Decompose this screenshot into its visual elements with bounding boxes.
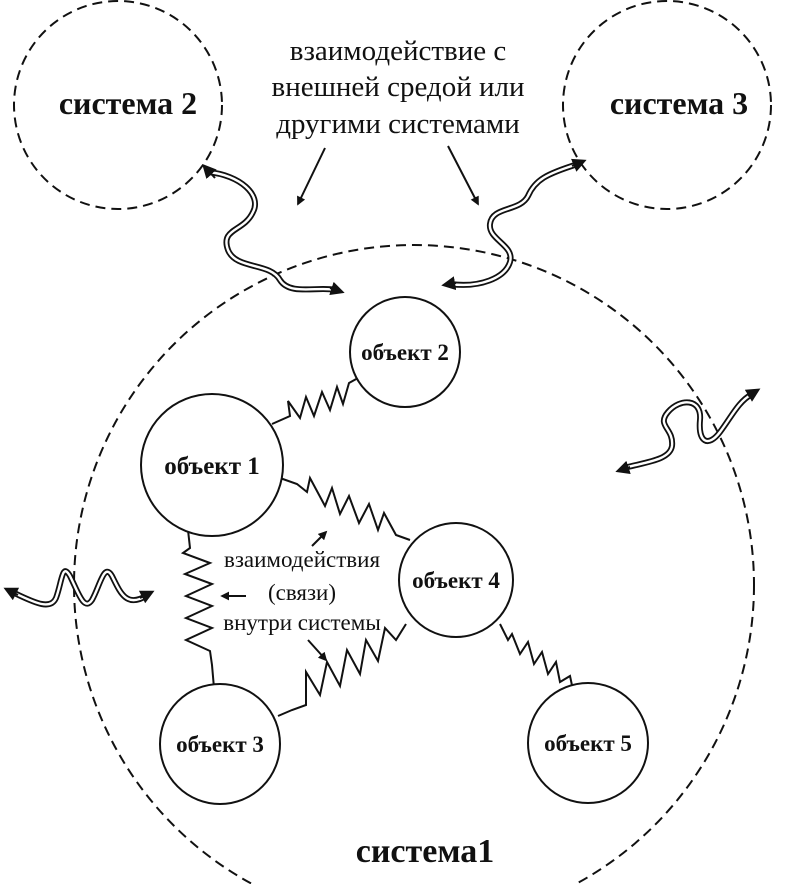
internal-interaction-label: взаимодействия (связи) внутри системы <box>223 547 381 635</box>
internal-links <box>180 377 574 717</box>
external-interaction-west <box>3 568 155 608</box>
object-2: объект 2 <box>349 296 461 408</box>
link-object1-object4 <box>279 475 411 541</box>
external-interaction-left <box>202 163 345 296</box>
external-label-arrow-right <box>447 145 479 206</box>
external-label-line-3: другими системами <box>276 108 520 140</box>
external-interaction-label: взаимодействие с внешней средой или друг… <box>272 35 525 140</box>
object-4-label: объект 4 <box>412 568 500 593</box>
link-object1-object2 <box>271 377 359 425</box>
internal-label-arrow-up <box>311 530 328 547</box>
system-1-title: система1 <box>356 833 495 870</box>
object-5: объект 5 <box>527 682 649 804</box>
object-1: объект 1 <box>140 393 284 537</box>
link-object1-object3 <box>180 529 215 689</box>
internal-label-line-3: внутри системы <box>223 610 381 635</box>
object-1-label: объект 1 <box>164 453 259 480</box>
object-5-label: объект 5 <box>544 731 632 756</box>
external-label-line-2: внешней средой или <box>272 71 525 103</box>
link-object3-object4 <box>277 623 407 717</box>
external-label-arrow-left <box>297 147 326 206</box>
object-3-label: объект 3 <box>176 732 264 757</box>
internal-label-line-1: взаимодействия <box>224 547 381 572</box>
system-3-title: система 3 <box>610 85 748 121</box>
internal-label-arrow-down <box>307 639 328 662</box>
object-4: объект 4 <box>398 522 514 638</box>
object-3: объект 3 <box>159 683 281 805</box>
internal-label-line-2: (связи) <box>268 580 336 605</box>
system-2-title: система 2 <box>59 85 197 121</box>
external-label-line-1: взаимодействие с <box>290 35 506 67</box>
system-3-boundary <box>562 0 772 210</box>
system-1-boundary <box>73 244 755 884</box>
external-interaction-east <box>615 388 761 475</box>
link-object4-object5 <box>499 623 574 691</box>
object-2-label: объект 2 <box>361 340 449 365</box>
external-interaction-right <box>441 158 587 291</box>
system-2-boundary <box>13 0 223 210</box>
